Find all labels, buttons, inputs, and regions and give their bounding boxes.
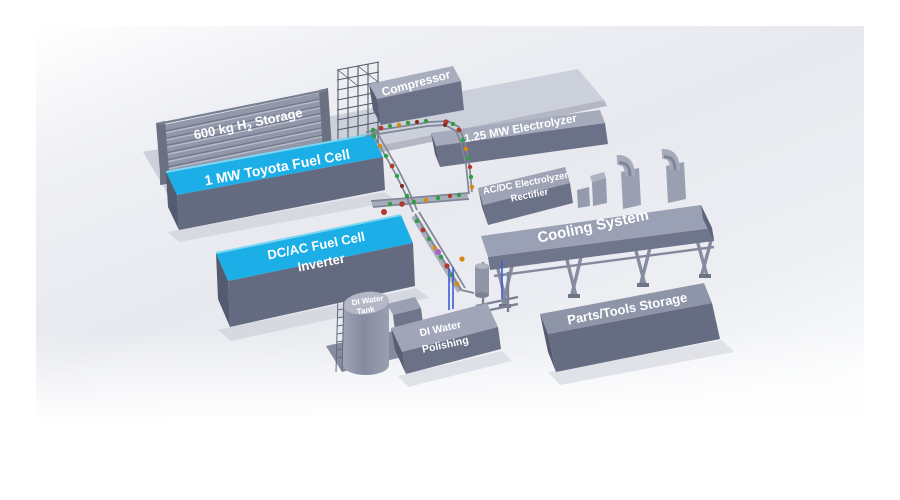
pedestal-top (590, 172, 606, 182)
tank-top (343, 291, 389, 315)
storage-end-frame-left (156, 121, 170, 185)
pedestal (592, 178, 607, 206)
parts-top-face (540, 283, 712, 334)
storage-end-frame-right (319, 88, 332, 152)
compressor-front-face (377, 81, 464, 125)
blue-pipes (448, 261, 503, 310)
inverter-front-face (228, 243, 415, 327)
valves-orange (377, 122, 475, 287)
cooling-legs (495, 235, 714, 308)
toyota-edge-highlight (165, 133, 373, 173)
tank-label-line2: Tank (356, 305, 376, 317)
electrolyzer-top-face (431, 110, 605, 146)
polishing-front-face (402, 327, 501, 374)
inverter-top-face (216, 215, 413, 281)
polishing-end-face (391, 328, 406, 374)
electrolyzer-end-face (431, 133, 440, 167)
rectifier-top-face (478, 167, 570, 205)
valves-red (378, 119, 473, 269)
rectifier-end-face (478, 188, 488, 225)
toyota-fuel-cell-unit: 1 MW Toyota Fuel Cell (165, 133, 385, 230)
inverter-unit: DC/AC Fuel Cell Inverter (215, 214, 415, 327)
small-cylinder (475, 263, 489, 298)
valves-dark-red (400, 120, 447, 188)
polishing-top-face (391, 303, 498, 352)
toyota-front-face (177, 157, 385, 230)
cooling-top-face (481, 205, 712, 257)
tank-body (343, 303, 389, 375)
toyota-top-face (166, 134, 383, 195)
compressor-end-face (369, 84, 381, 125)
valves-purple (435, 249, 441, 255)
toyota-end-face (166, 172, 179, 230)
compressor-top-face (369, 66, 461, 99)
cooling-crossbeam (493, 245, 715, 278)
di-water-polishing-unit: DI Water Polishing (391, 303, 501, 374)
pedestal-small (577, 187, 590, 208)
inverter-end-face (216, 253, 230, 327)
electrolyzer-front-face (436, 123, 608, 167)
tank-ladder (335, 293, 345, 373)
inverter-edge-highlight (215, 214, 402, 254)
storage-top-rail (157, 88, 327, 126)
exhaust-stacks (577, 148, 686, 209)
cooling-end-face (701, 205, 714, 241)
cooling-front-face (488, 228, 714, 270)
valves-green (370, 118, 474, 278)
cooling-system-unit: Cooling System (481, 205, 715, 308)
gooseneck-vent-2 (661, 148, 686, 203)
parts-end-face (540, 314, 556, 372)
gooseneck-vent-1 (616, 154, 641, 209)
parts-front-face (548, 303, 720, 372)
rectifier-front-face (483, 183, 573, 225)
di-water-tank-unit: DI Water Tank (326, 291, 423, 375)
